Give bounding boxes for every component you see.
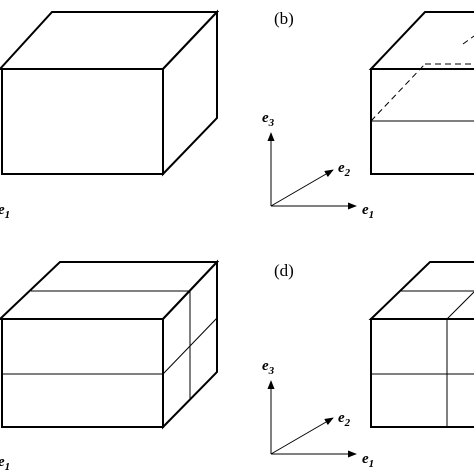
cube-d-top-diagonal-cut bbox=[446, 291, 474, 320]
panel-b: (b) e3 e2 e1 bbox=[262, 9, 474, 221]
cube-b-hidden-edge-diagonal bbox=[370, 63, 426, 122]
axis-label-e3-b: e3 bbox=[262, 110, 275, 129]
axis-label-e1-d: e1 bbox=[362, 451, 374, 470]
cube-c-front-face bbox=[1, 318, 164, 428]
cube-a-front-face bbox=[1, 68, 164, 175]
axis-label-e3-d: e3 bbox=[262, 358, 275, 377]
axis-label-e2-d: e2 bbox=[338, 410, 351, 429]
axis-e2-b bbox=[270, 169, 334, 207]
axis-e2-d bbox=[270, 417, 334, 455]
panel-d: (d) e3 e2 e1 bbox=[262, 261, 474, 470]
panel-b-label: (b) bbox=[274, 9, 294, 28]
cube-b bbox=[368, 11, 474, 175]
panel-a-axis-label: e1 bbox=[0, 202, 10, 221]
panel-a: e1 bbox=[0, 9, 220, 221]
axis-label-e2-b: e2 bbox=[338, 160, 351, 179]
axis-label-e1-b: e1 bbox=[362, 202, 374, 221]
cube-d bbox=[368, 261, 474, 428]
panel-c: e1 bbox=[0, 259, 220, 473]
panel-d-label: (d) bbox=[274, 261, 294, 280]
panel-c-axis-label: e1 bbox=[0, 454, 10, 473]
cube-b-hidden-edge-corner bbox=[462, 35, 474, 45]
axes-triad-b: e3 e2 e1 bbox=[262, 110, 374, 221]
cube-d-front-face bbox=[370, 318, 474, 428]
axes-triad-d: e3 e2 e1 bbox=[262, 358, 374, 470]
cube-b-top-face bbox=[368, 11, 474, 70]
